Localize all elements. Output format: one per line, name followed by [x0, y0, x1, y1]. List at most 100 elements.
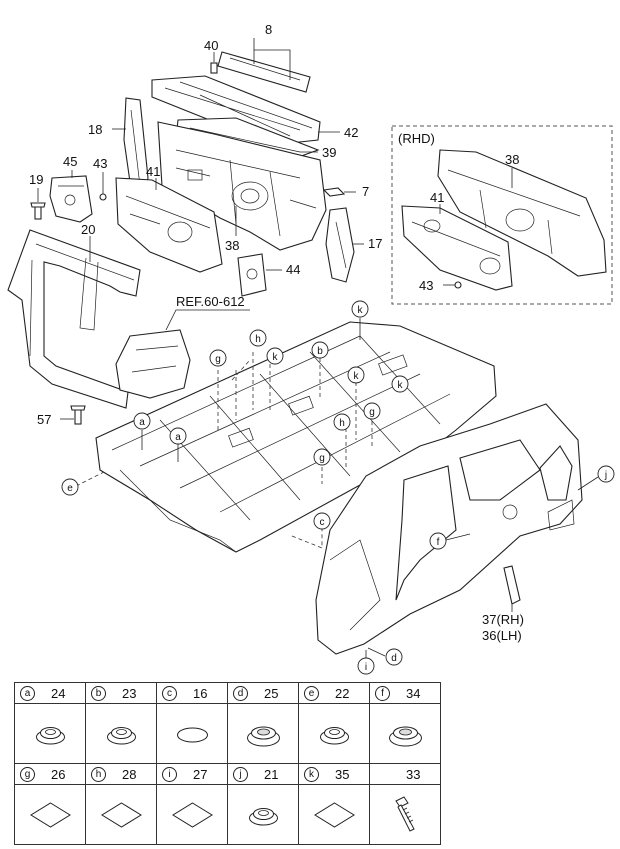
- svg-text:k: k: [358, 305, 364, 316]
- svg-text:b: b: [317, 346, 323, 357]
- part-38-dash-panel: [157, 121, 327, 251]
- circled-letter-h2: h: [333, 413, 351, 431]
- svg-text:h: h: [255, 334, 261, 345]
- rhd-callout-43: 43: [419, 278, 433, 293]
- legend-cell-bolt: 33: [369, 763, 441, 845]
- callout-17: 17: [368, 236, 382, 251]
- part-42-cowl-panel: [151, 75, 321, 146]
- pad-diamond-icon: [299, 785, 369, 844]
- dashed-leader-e: [75, 471, 105, 487]
- callout-43: 43: [93, 156, 107, 171]
- circled-letter-h1: h: [249, 329, 267, 347]
- plug-oval-icon: [157, 704, 227, 763]
- callout-18: 18: [88, 122, 102, 137]
- svg-text:k: k: [354, 371, 360, 382]
- legend-letter: b: [91, 686, 106, 701]
- legend-letter: e: [304, 686, 319, 701]
- circled-letter-d: d: [367, 647, 403, 666]
- part-57-bolt: [70, 405, 86, 425]
- part-43-clip: [99, 193, 107, 201]
- callout-40: 40: [204, 38, 218, 53]
- pad-diamond-icon: [86, 785, 156, 844]
- rhd-callout-41: 41: [430, 190, 444, 205]
- part-45-bracket: [49, 175, 93, 223]
- part-41-dash-insulator: [115, 177, 223, 273]
- legend-cell-header: i 27: [157, 764, 227, 785]
- legend-letter: h: [91, 767, 106, 782]
- legend-part-number: 26: [51, 767, 66, 782]
- rhd-title: (RHD): [398, 131, 435, 146]
- legend-part-number: 25: [264, 686, 279, 701]
- callout-39: 39: [322, 145, 336, 160]
- legend-letter: c: [162, 686, 177, 701]
- callout-7: 7: [362, 184, 369, 199]
- legend-part-number: 23: [122, 686, 137, 701]
- grommet-large-icon: [228, 704, 298, 763]
- part-8-insulation-strip: [217, 51, 311, 93]
- callout-57: 57: [37, 412, 51, 427]
- rhd-callout-38: 38: [505, 152, 519, 167]
- callout-44: 44: [286, 262, 300, 277]
- callout-38: 38: [225, 238, 239, 253]
- rhd-part-43-clip: [454, 281, 462, 289]
- part-37-36-trim: [503, 565, 521, 605]
- callout-41: 41: [146, 164, 160, 179]
- legend-letter: d: [233, 686, 248, 701]
- part-20-radiator-support: [7, 229, 141, 409]
- svg-text:a: a: [175, 432, 181, 443]
- svg-text:d: d: [391, 653, 397, 664]
- bolt-icon: [370, 785, 440, 844]
- grommet-round-icon: [228, 785, 298, 844]
- legend-part-number: 27: [193, 767, 208, 782]
- legend-cell-j: j 21: [227, 763, 299, 845]
- svg-text:g: g: [369, 407, 375, 418]
- legend-cell-header: d 25: [228, 683, 298, 704]
- part-44-bracket: [237, 253, 267, 297]
- grommet-round-icon: [15, 704, 85, 763]
- svg-text:g: g: [319, 453, 325, 464]
- part-19-bolt: [30, 202, 46, 220]
- circled-letter-f: f: [429, 532, 471, 550]
- legend-part-number: 35: [335, 767, 350, 782]
- circled-letter-a1: a: [133, 412, 151, 450]
- part-18-side-trim: [123, 97, 149, 201]
- circled-letter-i: i: [357, 650, 375, 675]
- pad-diamond-icon: [15, 785, 85, 844]
- legend-cell-b: b 23: [85, 682, 157, 764]
- fender-apron-reference: [115, 329, 191, 399]
- part-17-side-trim: [325, 207, 355, 283]
- grommet-round-icon: [299, 704, 369, 763]
- circled-letter-g3: g: [313, 448, 331, 466]
- svg-text:i: i: [365, 662, 367, 673]
- circled-letter-e: e: [61, 478, 79, 496]
- legend-cell-header: b 23: [86, 683, 156, 704]
- legend-letter: j: [233, 767, 248, 782]
- callout-37: 37(RH): [482, 612, 524, 627]
- svg-text:g: g: [215, 354, 221, 365]
- callout-36: 36(LH): [482, 628, 522, 643]
- legend-letter: i: [162, 767, 177, 782]
- legend-part-number: 21: [264, 767, 279, 782]
- leader-ref: [165, 309, 250, 331]
- svg-text:e: e: [67, 483, 73, 494]
- part-40-clip: [210, 62, 218, 74]
- leader-8: [253, 38, 291, 80]
- legend-cell-header: j 21: [228, 764, 298, 785]
- legend-part-number: 34: [406, 686, 421, 701]
- svg-text:a: a: [139, 417, 145, 428]
- svg-text:c: c: [320, 517, 325, 528]
- legend-part-number: 33: [406, 767, 421, 782]
- dashed-leaders: [217, 352, 373, 549]
